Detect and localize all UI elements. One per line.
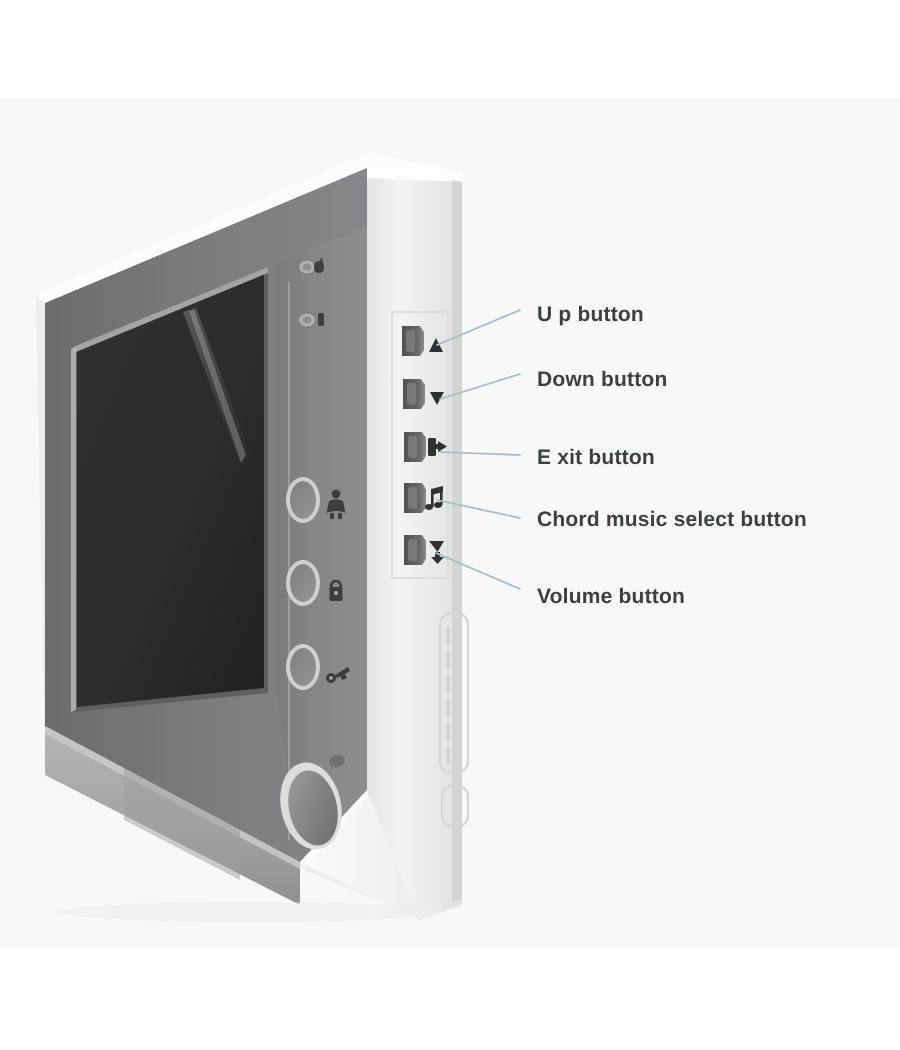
exit-arrow-icon (428, 438, 447, 456)
leader-line-up (436, 309, 521, 346)
callout-label-up: U p button (537, 303, 644, 326)
power-indicator-icon-stem (320, 258, 323, 264)
callout-label-chord-music-select: Chord music select button (537, 508, 807, 531)
up-button[interactable] (402, 326, 443, 356)
chord-button-highlight (408, 487, 417, 509)
unlock-button[interactable] (286, 644, 350, 690)
bottom-lip-panel (124, 768, 240, 880)
device-shadow (60, 902, 440, 922)
monitor-button-cap (290, 481, 316, 519)
volume-button[interactable] (404, 535, 444, 565)
callout-leader-lines (435, 309, 521, 590)
leader-line-volume (435, 552, 521, 590)
talk-button[interactable] (286, 560, 343, 606)
lock-icon (329, 579, 343, 601)
key-unlock-icon (326, 667, 350, 683)
screen-top-highlight (73, 267, 268, 353)
status-indicator-icon (318, 313, 324, 326)
speaker-grille-slots (446, 626, 462, 764)
callout-label-exit: E xit button (537, 446, 655, 469)
screen-left-highlight (71, 347, 76, 712)
button-well (391, 311, 449, 579)
callout-label-volume: Volume button (537, 585, 686, 608)
front-oval-buttons[interactable] (286, 477, 350, 690)
exit-button[interactable] (404, 432, 447, 462)
triangle-up-icon (429, 338, 443, 352)
adjust-knob[interactable] (273, 757, 350, 856)
status-led-lens (302, 316, 312, 324)
chord-music-select-button[interactable] (404, 483, 443, 513)
camera-monitor-icon (326, 489, 346, 519)
power-led-lens (302, 263, 312, 271)
up-button-highlight (406, 330, 415, 352)
speaker-grille-outline (438, 611, 470, 775)
knob-indicator-dot (329, 754, 345, 768)
side-button-group[interactable] (402, 326, 447, 565)
monitor-button[interactable] (286, 477, 346, 523)
screen-reflection-core (189, 310, 246, 463)
down-button[interactable] (403, 379, 444, 409)
leader-line-exit (439, 451, 521, 456)
indicator-leds (298, 258, 324, 328)
exit-button-highlight (408, 436, 417, 458)
control-strip (276, 226, 367, 862)
callout-label-down: Down button (537, 368, 668, 391)
leader-line-chord-music-select (436, 499, 521, 519)
microphone-port (440, 784, 470, 828)
right-side-top-edge (367, 168, 462, 182)
round-knob-icon (288, 770, 338, 846)
speaker-grille (438, 611, 470, 775)
screen-reflection (183, 308, 250, 470)
talk-button-cap (290, 564, 316, 602)
down-button-highlight (407, 383, 416, 405)
volume-button-highlight (408, 539, 417, 561)
triangle-down-icon (430, 392, 444, 405)
right-side-outer-edge (452, 180, 462, 902)
unlock-button-cap (290, 648, 316, 686)
device-body (36, 152, 470, 922)
leader-line-down (439, 373, 521, 400)
music-note-icon (425, 486, 443, 510)
